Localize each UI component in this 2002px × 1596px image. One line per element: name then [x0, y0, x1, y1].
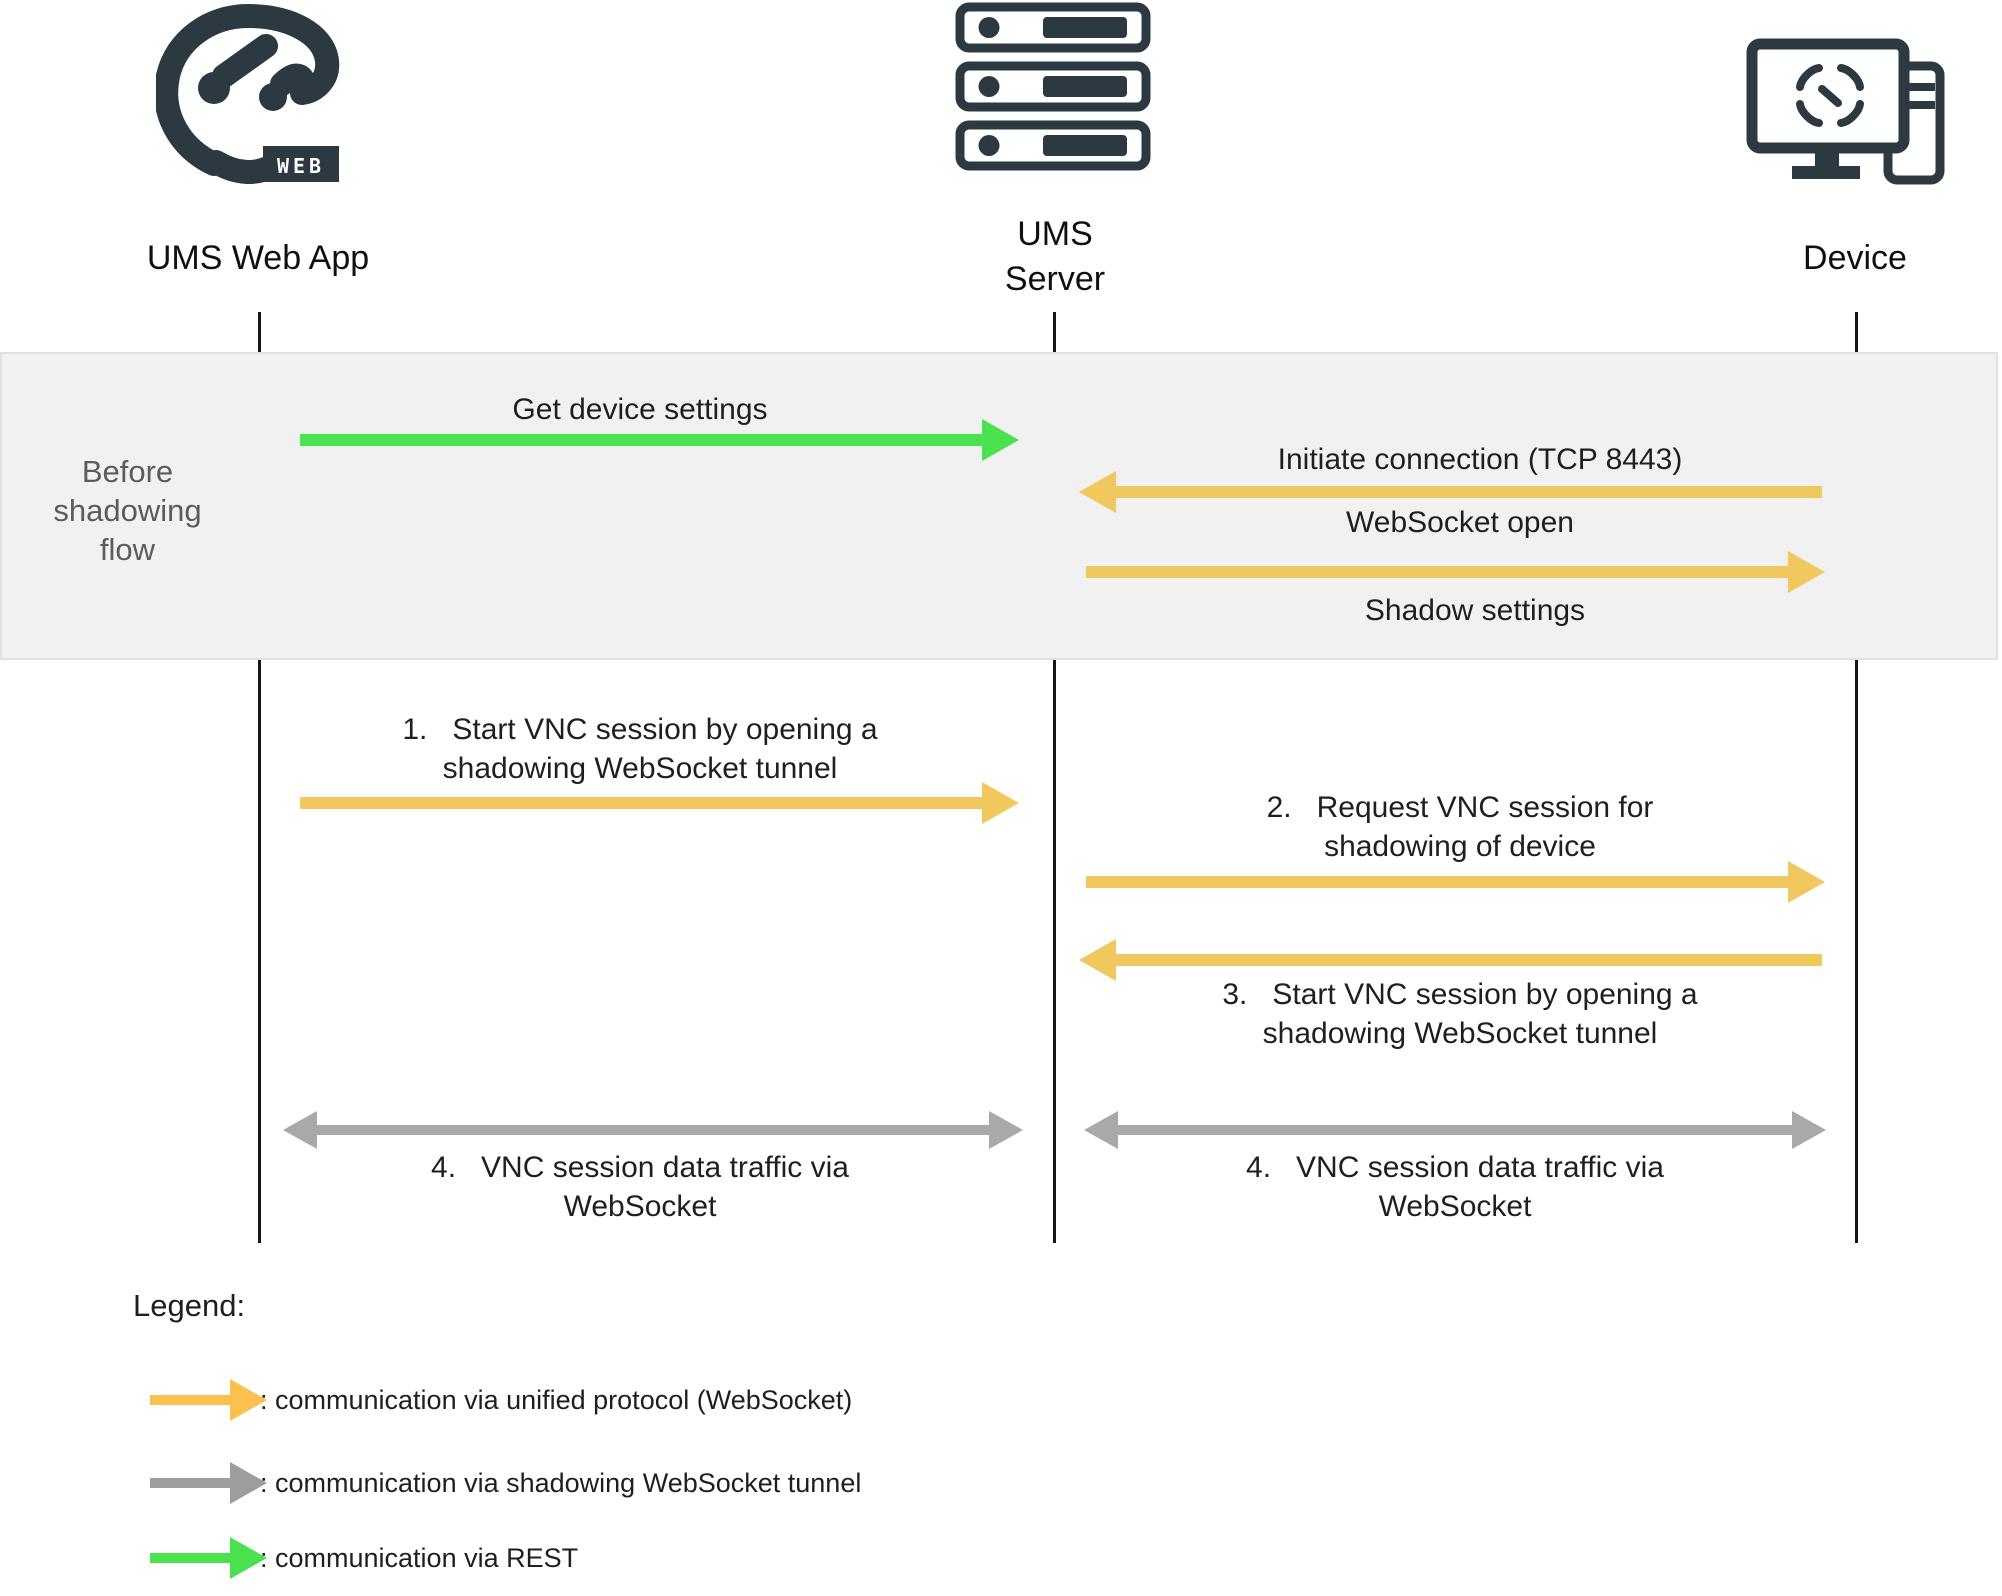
arrow-initiate-connection: [1116, 486, 1822, 498]
legend-label-unified-protocol: : communication via unified protocol (We…: [260, 1384, 853, 1415]
arrow-step3: [1116, 954, 1822, 966]
legend-title: Legend:: [133, 1288, 246, 1323]
before-shadowing-band-label: Before shadowing flow: [53, 454, 202, 567]
arrow-step4-server-device: [1118, 1125, 1792, 1135]
legend-gray-arrow-icon: [150, 1478, 230, 1488]
message-label-initiate-connection: Initiate connection (TCP 8443): [1277, 443, 1683, 476]
server-stack-icon: [955, 2, 1151, 171]
message-label-get-device-settings: Get device settings: [512, 393, 768, 426]
message-label-step4-right: 4. VNC session data traffic via WebSocke…: [1246, 1151, 1664, 1223]
device-workstation-icon: [1746, 38, 1945, 185]
message-label-step3: 3. Start VNC session by opening a shadow…: [1222, 978, 1698, 1050]
arrow-step4-webapp-server: [317, 1125, 989, 1135]
message-label-step4-left: 4. VNC session data traffic via WebSocke…: [431, 1151, 849, 1223]
message-label-shadow-settings: Shadow settings: [1364, 594, 1586, 627]
legend-item-unified-protocol: : communication via unified protocol (We…: [150, 1378, 852, 1422]
legend-item-shadowing-tunnel: : communication via shadowing WebSocket …: [150, 1461, 861, 1505]
actor-label-device: Device: [1803, 239, 1907, 277]
legend-item-rest: : communication via REST: [150, 1536, 578, 1580]
message-label-step2: 2. Request VNC session for shadowing of …: [1266, 791, 1654, 863]
arrow-get-device-settings: [300, 434, 982, 446]
legend-label-rest: : communication via REST: [260, 1542, 579, 1573]
igel-web-logo-icon: WEB: [156, 4, 340, 184]
lifeline-device: [1855, 312, 1858, 1243]
actor-label-ums-web-app: UMS Web App: [146, 239, 370, 277]
legend-yellow-arrow-icon: [150, 1395, 230, 1405]
message-label-websocket-open: WebSocket open: [1346, 506, 1574, 539]
message-label-step1: 1. Start VNC session by opening a shadow…: [402, 713, 878, 785]
actor-label-ums-server: UMS Server: [1004, 215, 1106, 298]
arrow-step2: [1086, 876, 1788, 888]
legend-label-shadowing-tunnel: : communication via shadowing WebSocket …: [260, 1467, 862, 1498]
lifeline-ums-web-app: [258, 312, 261, 1243]
legend-green-arrow-icon: [150, 1553, 230, 1563]
before-shadowing-band: [0, 352, 1998, 660]
web-badge-label: WEB: [277, 154, 325, 178]
arrow-websocket-open-shadow-settings: [1086, 566, 1788, 578]
arrow-step1: [300, 797, 982, 809]
lifeline-ums-server: [1053, 312, 1056, 1243]
